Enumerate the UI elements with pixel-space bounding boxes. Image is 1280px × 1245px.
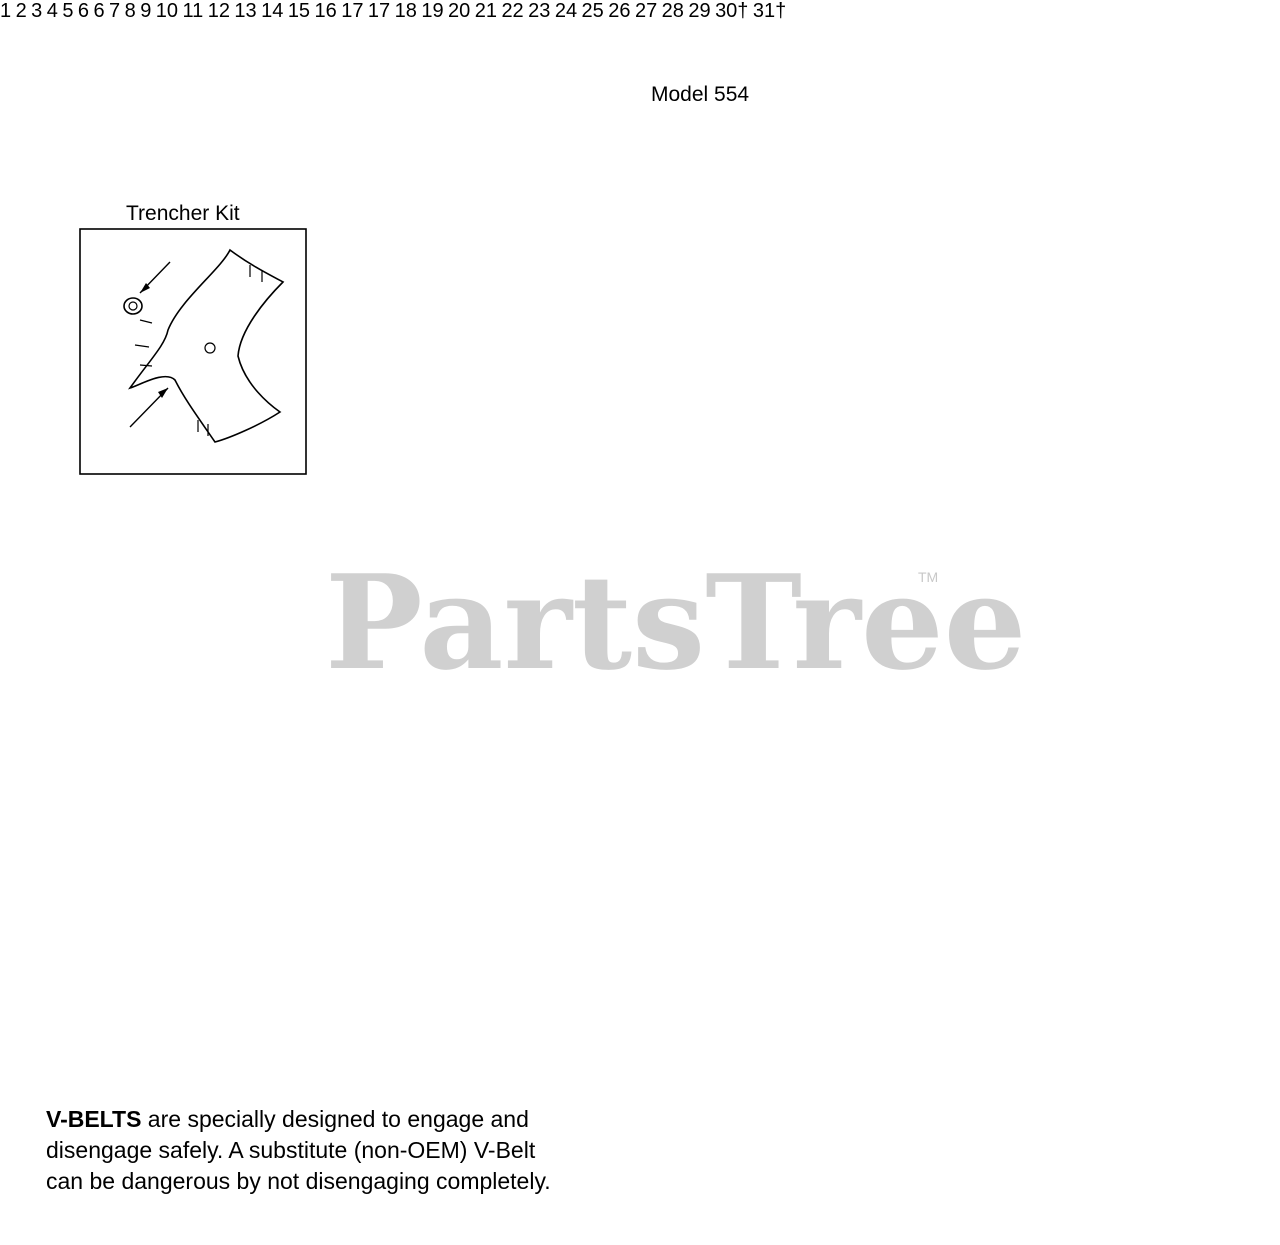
callout-5: 5 bbox=[62, 0, 74, 22]
callout-labels: 1 2 3 4 5 6 6 7 8 9 10 11 12 13 14 15 16… bbox=[0, 0, 786, 22]
bolt-2a: 1 2 3 4 5 6 6 7 8 9 10 11 12 13 14 15 16… bbox=[0, 0, 786, 1194]
gearbox-housing-11: 1 2 3 4 5 6 6 7 8 9 10 11 12 13 14 15 16… bbox=[0, 0, 786, 1194]
model-554-title: Model 554 bbox=[651, 83, 750, 106]
callout-28: 28 bbox=[661, 0, 684, 22]
callout-22: 22 bbox=[501, 0, 524, 22]
watermark-tm: TM bbox=[918, 569, 938, 585]
washer-17-top: 1 2 3 4 5 6 6 7 8 9 10 11 12 13 14 15 16… bbox=[0, 0, 786, 1194]
washer-16: 1 2 3 4 5 6 6 7 8 9 10 11 12 13 14 15 16… bbox=[0, 0, 786, 1194]
housing-plate-1: 1 2 3 4 5 6 6 7 8 9 10 11 12 13 14 15 16… bbox=[0, 0, 786, 1194]
bolt-2b: 1 2 3 4 5 6 6 7 8 9 10 11 12 13 14 15 16… bbox=[0, 0, 786, 1194]
callout-19: 19 bbox=[421, 0, 444, 22]
callout-6-lower: 6 bbox=[93, 0, 105, 22]
trencher-washer-30 bbox=[123, 297, 143, 315]
bracket-29: 1 2 3 4 5 6 6 7 8 9 10 11 12 13 14 15 16… bbox=[0, 0, 786, 1194]
callout-16: 16 bbox=[314, 0, 337, 22]
note-line3: can be dangerous by not disengaging comp… bbox=[46, 1168, 551, 1194]
callout-2: 2 bbox=[15, 0, 27, 22]
trencher-blade-31 bbox=[127, 248, 285, 443]
belt-cover-28: 1 2 3 4 5 6 6 7 8 9 10 11 12 13 14 15 16… bbox=[0, 0, 786, 1194]
trencher-kit-title: Trencher Kit bbox=[126, 202, 240, 225]
callout-10: 10 bbox=[155, 0, 179, 22]
callout-17-lower: 17 bbox=[367, 0, 391, 22]
callout-3: 3 bbox=[31, 0, 43, 22]
callout-6-top: 6 bbox=[77, 0, 90, 22]
note-line1: are specially designed to engage and bbox=[141, 1106, 529, 1132]
callout-11: 11 bbox=[182, 0, 204, 22]
callout-18: 18 bbox=[394, 0, 417, 22]
shaft-4: 1 2 3 4 5 6 6 7 8 9 10 11 12 13 14 15 16… bbox=[0, 0, 786, 1194]
callout-26: 26 bbox=[608, 0, 631, 22]
bearing-22b: 1 2 3 4 5 6 6 7 8 9 10 11 12 13 14 15 16… bbox=[0, 0, 786, 1194]
pivot-13: 1 2 3 4 5 6 6 7 8 9 10 11 12 13 14 15 16… bbox=[0, 0, 786, 1194]
callout-24: 24 bbox=[554, 0, 578, 22]
note-bold: V-BELTS bbox=[46, 1106, 142, 1132]
callout-21: 21 bbox=[474, 0, 497, 22]
bushing-24: 1 2 3 4 5 6 6 7 8 9 10 11 12 13 14 15 16… bbox=[0, 0, 786, 1194]
callout-1: 1 bbox=[0, 0, 12, 22]
bearing-20a: 1 2 3 4 5 6 6 7 8 9 10 11 12 13 14 15 16… bbox=[0, 0, 786, 1194]
callout-29: 29 bbox=[688, 0, 711, 22]
tine-plate-27: 1 2 3 4 5 6 6 7 8 9 10 11 12 13 14 15 16… bbox=[0, 0, 786, 1194]
callout-13: 13 bbox=[234, 0, 257, 22]
bearing-22a: 1 2 3 4 5 6 6 7 8 9 10 11 12 13 14 15 16… bbox=[0, 0, 786, 1194]
callout-9: 9 bbox=[140, 0, 152, 22]
v-belt-warning-note: V-BELTS are specially designed to engage… bbox=[46, 1104, 686, 1197]
callout-23: 23 bbox=[528, 0, 551, 22]
callout-15: 15 bbox=[287, 0, 311, 22]
nut-6-lower: 1 2 3 4 5 6 6 7 8 9 10 11 12 13 14 15 16… bbox=[0, 0, 786, 1194]
watermark-text: PartsTree bbox=[325, 546, 1026, 699]
callout-17-top: 17 bbox=[341, 0, 364, 22]
callout-20: 20 bbox=[448, 0, 471, 22]
note-line2: disengage safely. A substitute (non-OEM)… bbox=[46, 1137, 536, 1163]
callout-7: 7 bbox=[109, 0, 121, 22]
callout-14: 14 bbox=[261, 0, 284, 22]
callout-12: 12 bbox=[207, 0, 230, 22]
axle-tube: 1 2 3 4 5 6 6 7 8 9 10 11 12 13 14 15 16… bbox=[0, 0, 786, 1194]
callout-8: 8 bbox=[124, 0, 136, 22]
spacer-23: 1 2 3 4 5 6 6 7 8 9 10 11 12 13 14 15 16… bbox=[0, 0, 786, 1194]
v-belt-25: 1 2 3 4 5 6 6 7 8 9 10 11 12 13 14 15 16… bbox=[0, 0, 786, 1194]
nut-6-top: 1 2 3 4 5 6 6 7 8 9 10 11 12 13 14 15 16… bbox=[0, 0, 786, 1194]
nut-7: 1 2 3 4 5 6 6 7 8 9 10 11 12 13 14 15 16… bbox=[0, 0, 786, 1194]
nut-5: 1 2 3 4 5 6 6 7 8 9 10 11 12 13 14 15 16… bbox=[0, 0, 786, 1194]
callout-27: 27 bbox=[634, 0, 658, 22]
callout-25: 25 bbox=[581, 0, 604, 22]
pulley-26: 1 2 3 4 5 6 6 7 8 9 10 11 12 13 14 15 16… bbox=[0, 0, 786, 1194]
callout-4: 4 bbox=[46, 0, 58, 22]
washer-14: 1 2 3 4 5 6 6 7 8 9 10 11 12 13 14 15 16… bbox=[0, 0, 786, 1194]
callout-31: 31† bbox=[752, 0, 787, 22]
latch-21: 1 2 3 4 5 6 6 7 8 9 10 11 12 13 14 15 16… bbox=[0, 0, 786, 1194]
bearing-20b: 1 2 3 4 5 6 6 7 8 9 10 11 12 13 14 15 16… bbox=[0, 0, 786, 1194]
hub-housing-9: 1 2 3 4 5 6 6 7 8 9 10 11 12 13 14 15 16… bbox=[0, 0, 786, 1194]
trencher-kit-inset bbox=[79, 228, 307, 475]
callout-30: 30† bbox=[715, 0, 749, 22]
washer-15: 1 2 3 4 5 6 6 7 8 9 10 11 12 13 14 15 16… bbox=[0, 0, 786, 1194]
